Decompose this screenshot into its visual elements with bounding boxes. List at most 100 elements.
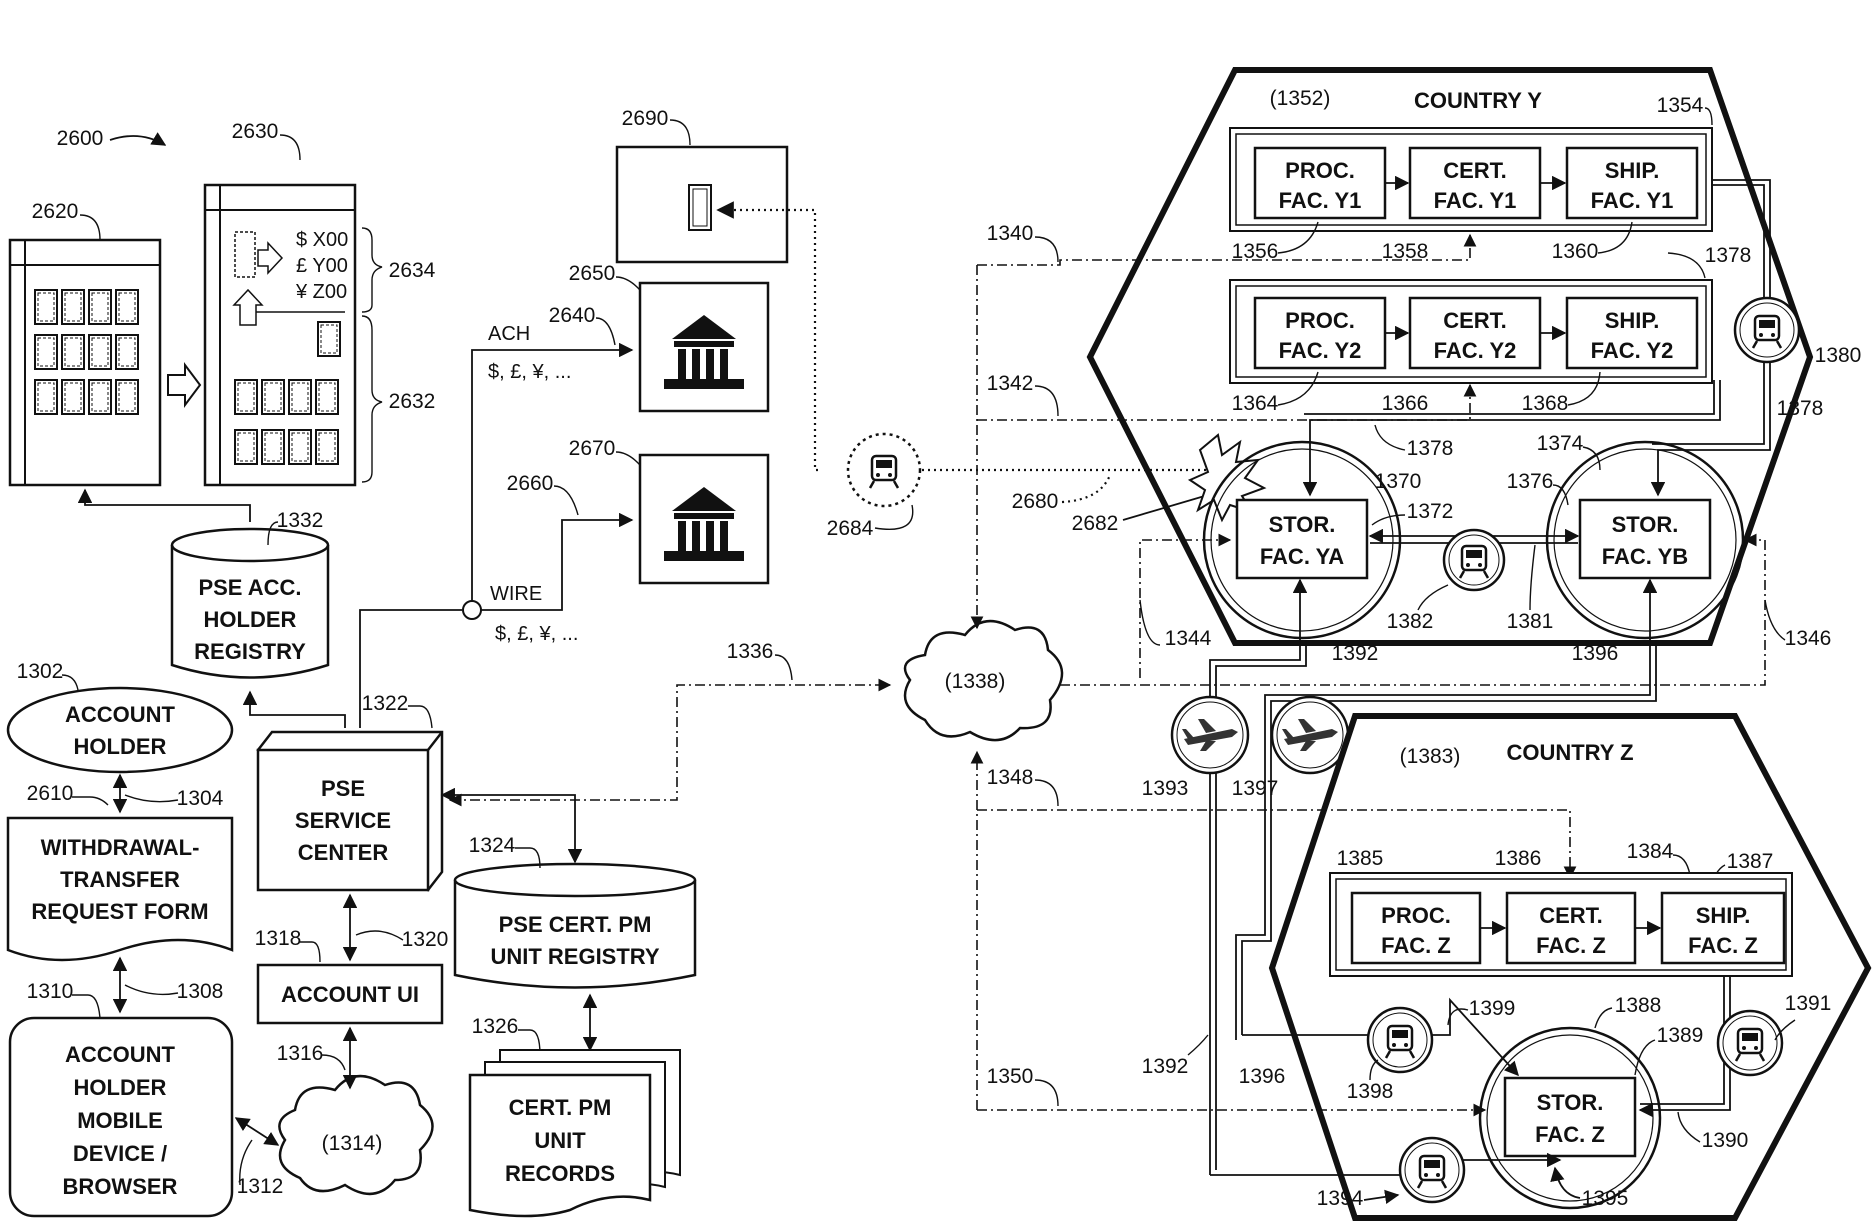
form-label-1: WITHDRAWAL- [41,835,200,860]
ref-1387: 1387 [1727,850,1774,873]
leader-2660 [554,486,578,515]
center-label-1: PSE [321,776,365,801]
ref-1396-b: 1396 [1239,1065,1286,1088]
country-y-title: COUNTRY Y [1414,88,1542,113]
leader-1350 [1035,1080,1058,1106]
ship-y2-l1: SHIP. [1605,308,1660,333]
leader-1336 [775,655,792,680]
ref-1392-a: 1392 [1332,642,1379,665]
leader-1390 [1678,1112,1700,1142]
link-registry-screen [85,490,250,522]
ref-2660: 2660 [507,472,554,495]
ref-1340: 1340 [987,222,1034,245]
ref-2684: 2684 [827,517,874,540]
acc-registry-label-2: HOLDER [204,607,297,632]
leader-1346 [1765,600,1785,640]
acc-registry-label-3: REGISTRY [194,639,306,664]
ref-1392-b: 1392 [1142,1055,1189,1078]
leader-1372 [1372,515,1405,525]
device-label-4: DEVICE / [73,1141,167,1166]
leader-2680 [1062,475,1110,502]
ref-2620: 2620 [32,200,79,223]
ref-1382: 1382 [1387,610,1434,633]
cert-y2-l2: FAC. Y2 [1434,338,1517,363]
wire-currencies: $, £, ¥, ... [495,623,578,645]
ship-z-l2: FAC. Z [1688,933,1758,958]
account-ui-label: ACCOUNT UI [281,982,419,1007]
ref-1378-c: 1378 [1407,437,1454,460]
leader-2610 [72,797,108,805]
link-device-cloud [236,1118,278,1145]
stor-ya-l2: FAC. YA [1260,544,1344,569]
leader-2690 [670,120,690,145]
ref-1354: 1354 [1657,94,1704,117]
ref-1350: 1350 [987,1065,1034,1088]
ref-2640: 2640 [549,304,596,327]
ref-1398: 1398 [1347,1080,1394,1103]
ref-1342: 1342 [987,372,1034,395]
proc-z-l1: PROC. [1381,903,1451,928]
leader-2650 [616,277,640,290]
ref-1391: 1391 [1785,992,1832,1015]
ref-2682: 2682 [1072,512,1119,535]
ref-1386: 1386 [1495,847,1542,870]
link-cert-z [977,810,1570,878]
ref-1394: 1394 [1317,1187,1364,1210]
proc-y1-l1: PROC. [1285,158,1355,183]
leader-1302 [62,675,78,690]
ref-1395: 1395 [1582,1187,1629,1210]
ref-1308: 1308 [177,980,224,1003]
leader-1362 [1668,253,1705,278]
ship-z-l1: SHIP. [1696,903,1751,928]
ref-1378-a: 1378 [1705,244,1752,267]
ref-1326: 1326 [472,1015,519,1038]
records-label-2: UNIT [534,1128,586,1153]
ref-1376: 1376 [1507,470,1554,493]
ref-2632: 2632 [389,390,436,413]
proc-y1-l2: FAC. Y1 [1279,188,1362,213]
ref-1380: 1380 [1815,344,1862,367]
ref-2610: 2610 [27,782,74,805]
cloud-1314-label: (1314) [322,1132,383,1155]
ref-1332: 1332 [277,509,324,532]
ref-1356: 1356 [1232,240,1279,263]
ref-1384: 1384 [1627,840,1674,863]
leader-1320 [356,931,403,940]
form-label-3: REQUEST FORM [31,899,208,924]
rail-ship-y2-stor-inner [1304,380,1714,414]
center-label-2: SERVICE [295,808,391,833]
leader-2620 [80,215,100,240]
leader-1395 [1555,1168,1580,1198]
ref-2600: 2600 [57,127,104,150]
ref-1393: 1393 [1142,777,1189,800]
ref-1366: 1366 [1382,392,1429,415]
proc-z-l2: FAC. Z [1381,933,1451,958]
cert-y1-l1: CERT. [1443,158,1507,183]
country-z-ref: (1383) [1400,745,1461,768]
ref-1364: 1364 [1232,392,1279,415]
leader-1388 [1595,1008,1612,1028]
link-center-cloud [450,685,890,800]
cert-y2-l1: CERT. [1443,308,1507,333]
ref-1374: 1374 [1537,432,1584,455]
leader-1394 [1364,1195,1398,1200]
pm-unit-icon [689,185,711,230]
ship-y1-l1: SHIP. [1605,158,1660,183]
account-holder-label-1: ACCOUNT [65,702,176,727]
leader-1348 [1035,780,1058,806]
arrow-right-icon [168,365,200,405]
leader-1316 [322,1055,345,1070]
cert-z-l1: CERT. [1539,903,1603,928]
ref-1381: 1381 [1507,610,1554,633]
account-holder-label-2: HOLDER [74,734,167,759]
brace-2634 [362,228,382,312]
stor-yb-l1: STOR. [1612,512,1679,537]
cert-registry-label-2: UNIT REGISTRY [490,944,659,969]
ref-1346: 1346 [1785,627,1832,650]
ref-2630: 2630 [232,120,279,143]
device-label-5: BROWSER [63,1174,178,1199]
leader-1392-b [1188,1035,1208,1055]
stor-yb-l2: FAC. YB [1602,544,1688,569]
leader-1354 [1705,108,1712,125]
